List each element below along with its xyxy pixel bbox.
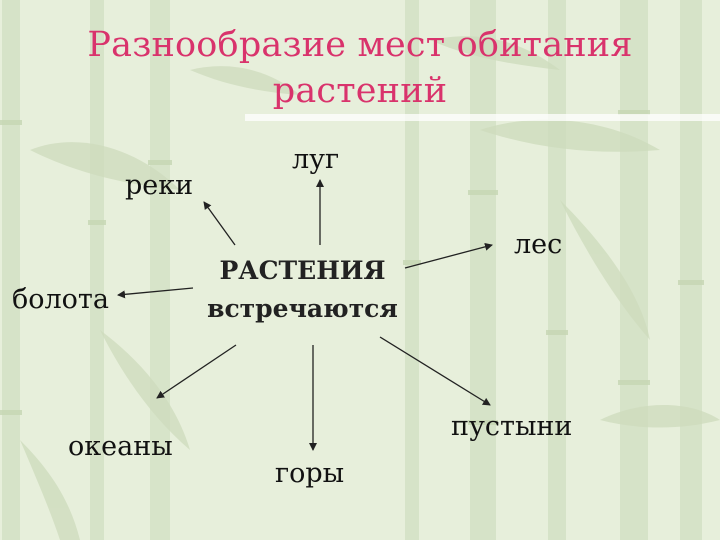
habitat-rivers: реки: [125, 170, 194, 201]
habitat-deserts: пустыни: [451, 411, 573, 442]
title-line-2: растений: [272, 71, 448, 111]
arrow-to-rivers: [203, 201, 236, 246]
arrow-to-deserts: [379, 336, 491, 406]
title-underline: [245, 114, 720, 121]
arrow-to-forest: [404, 242, 493, 269]
slide-title: Разнообразие мест обитания растений: [20, 22, 700, 114]
habitat-meadow: луг: [292, 144, 340, 175]
title-line-1: Разнообразие мест обитания: [87, 25, 633, 65]
center-label-1: РАСТЕНИЯ: [219, 256, 386, 285]
habitat-swamps: болота: [12, 284, 109, 315]
arrow-to-oceans: [156, 344, 237, 399]
habitat-mountains: горы: [275, 458, 345, 489]
center-node: РАСТЕНИЯ встречаются: [190, 252, 415, 328]
center-label-2: встречаются: [207, 294, 398, 323]
habitat-oceans: океаны: [68, 431, 173, 462]
arrow-to-swamps: [117, 287, 194, 299]
habitat-forest: лес: [514, 229, 563, 260]
